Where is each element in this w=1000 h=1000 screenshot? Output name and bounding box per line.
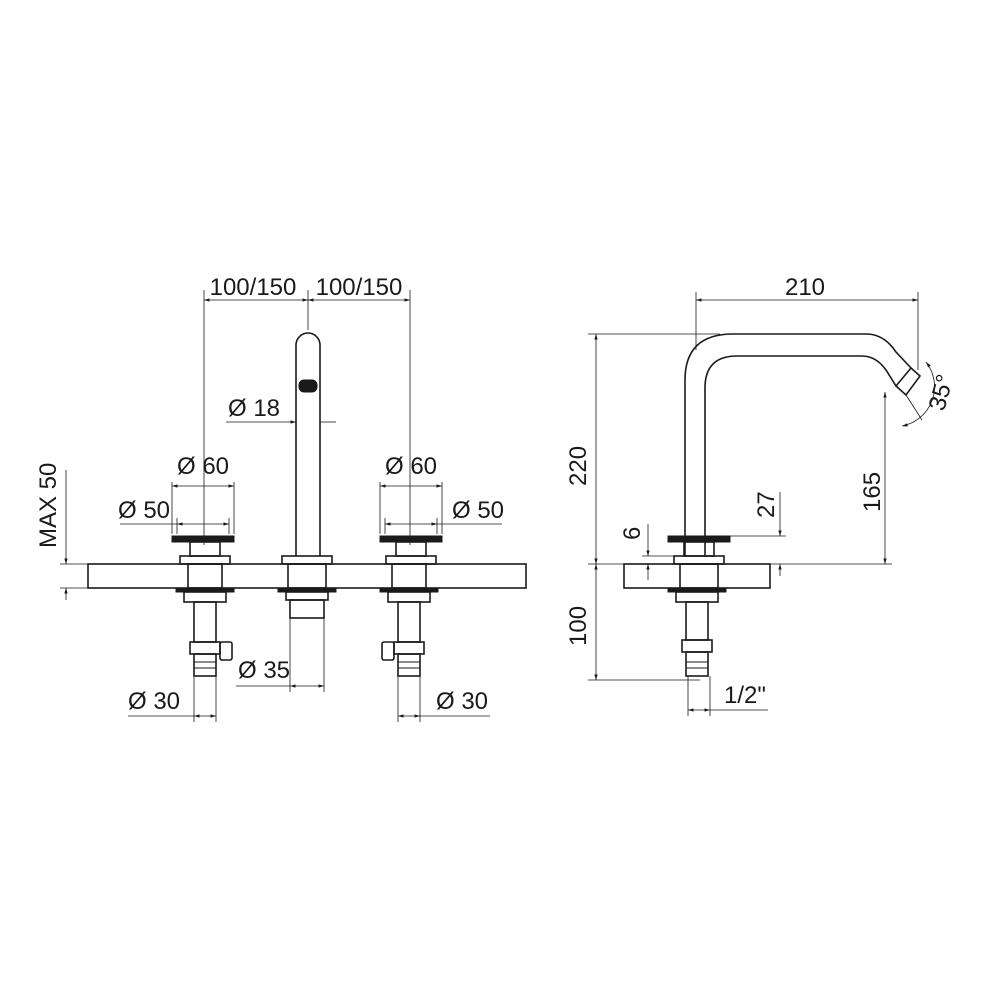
deck-plate-side — [623, 563, 771, 589]
spout-base-label: Ø 35 — [238, 657, 290, 684]
handle-outer-right-label: Ø 60 — [385, 453, 437, 480]
front-view: 100/150 100/150 Ø 18 Ø 60 Ø 50 — [35, 274, 527, 722]
valve-right-dimension: Ø 30 — [397, 676, 490, 722]
handle-height-dimension: 27 — [730, 491, 786, 576]
spout-diameter-dimension: Ø 18 — [226, 395, 336, 424]
below-deck-label: 100 — [565, 606, 592, 646]
left-valve — [171, 535, 235, 677]
handle-inner-right-dimension: Ø 50 — [384, 497, 504, 534]
handle-inner-right-label: Ø 50 — [452, 497, 504, 524]
thread-dimension: 1/2" — [687, 676, 768, 716]
valve-left-dimension: Ø 30 — [128, 676, 217, 722]
outlet-height-dimension: 165 — [770, 392, 892, 565]
valve-right-label: Ø 30 — [436, 688, 488, 715]
valve-left-label: Ø 30 — [128, 688, 180, 715]
spout — [277, 332, 337, 619]
right-valve — [379, 535, 443, 677]
reach-dimension: 210 — [695, 274, 919, 370]
flange-height-label: 6 — [619, 527, 646, 540]
handle-inner-left-dimension: Ø 50 — [118, 497, 230, 534]
spacing-right-label: 100/150 — [316, 274, 403, 301]
outlet-angle-label: 35° — [924, 372, 959, 414]
side-valve — [667, 535, 731, 677]
height-label: 220 — [565, 446, 592, 486]
spout-diameter-label: Ø 18 — [228, 395, 280, 422]
height-dimension: 220 — [565, 333, 720, 564]
spacing-left-label: 100/150 — [210, 274, 297, 301]
outlet-height-label: 165 — [859, 472, 886, 512]
handle-outer-left-label: Ø 60 — [177, 453, 229, 480]
flange-height-dimension: 6 — [619, 524, 674, 580]
below-deck-dimension: 100 — [565, 563, 700, 681]
outlet-angle-dimension: 35° — [901, 361, 959, 427]
deck-plate — [87, 563, 527, 589]
handle-outer-right-dimension: Ø 60 — [379, 453, 443, 534]
thread-label: 1/2" — [724, 682, 766, 709]
reach-label: 210 — [785, 274, 825, 301]
spout-base-dimension: Ø 35 — [236, 618, 325, 692]
handle-height-label: 27 — [753, 491, 780, 518]
deck-thickness-label: MAX 50 — [35, 463, 62, 548]
side-view: 210 220 100 165 27 — [565, 274, 959, 716]
deck-thickness-dimension: MAX 50 — [35, 463, 88, 600]
spacing-dimension: 100/150 100/150 — [203, 274, 411, 545]
handle-outer-left-dimension: Ø 60 — [171, 453, 235, 534]
handle-inner-left-label: Ø 50 — [118, 497, 170, 524]
